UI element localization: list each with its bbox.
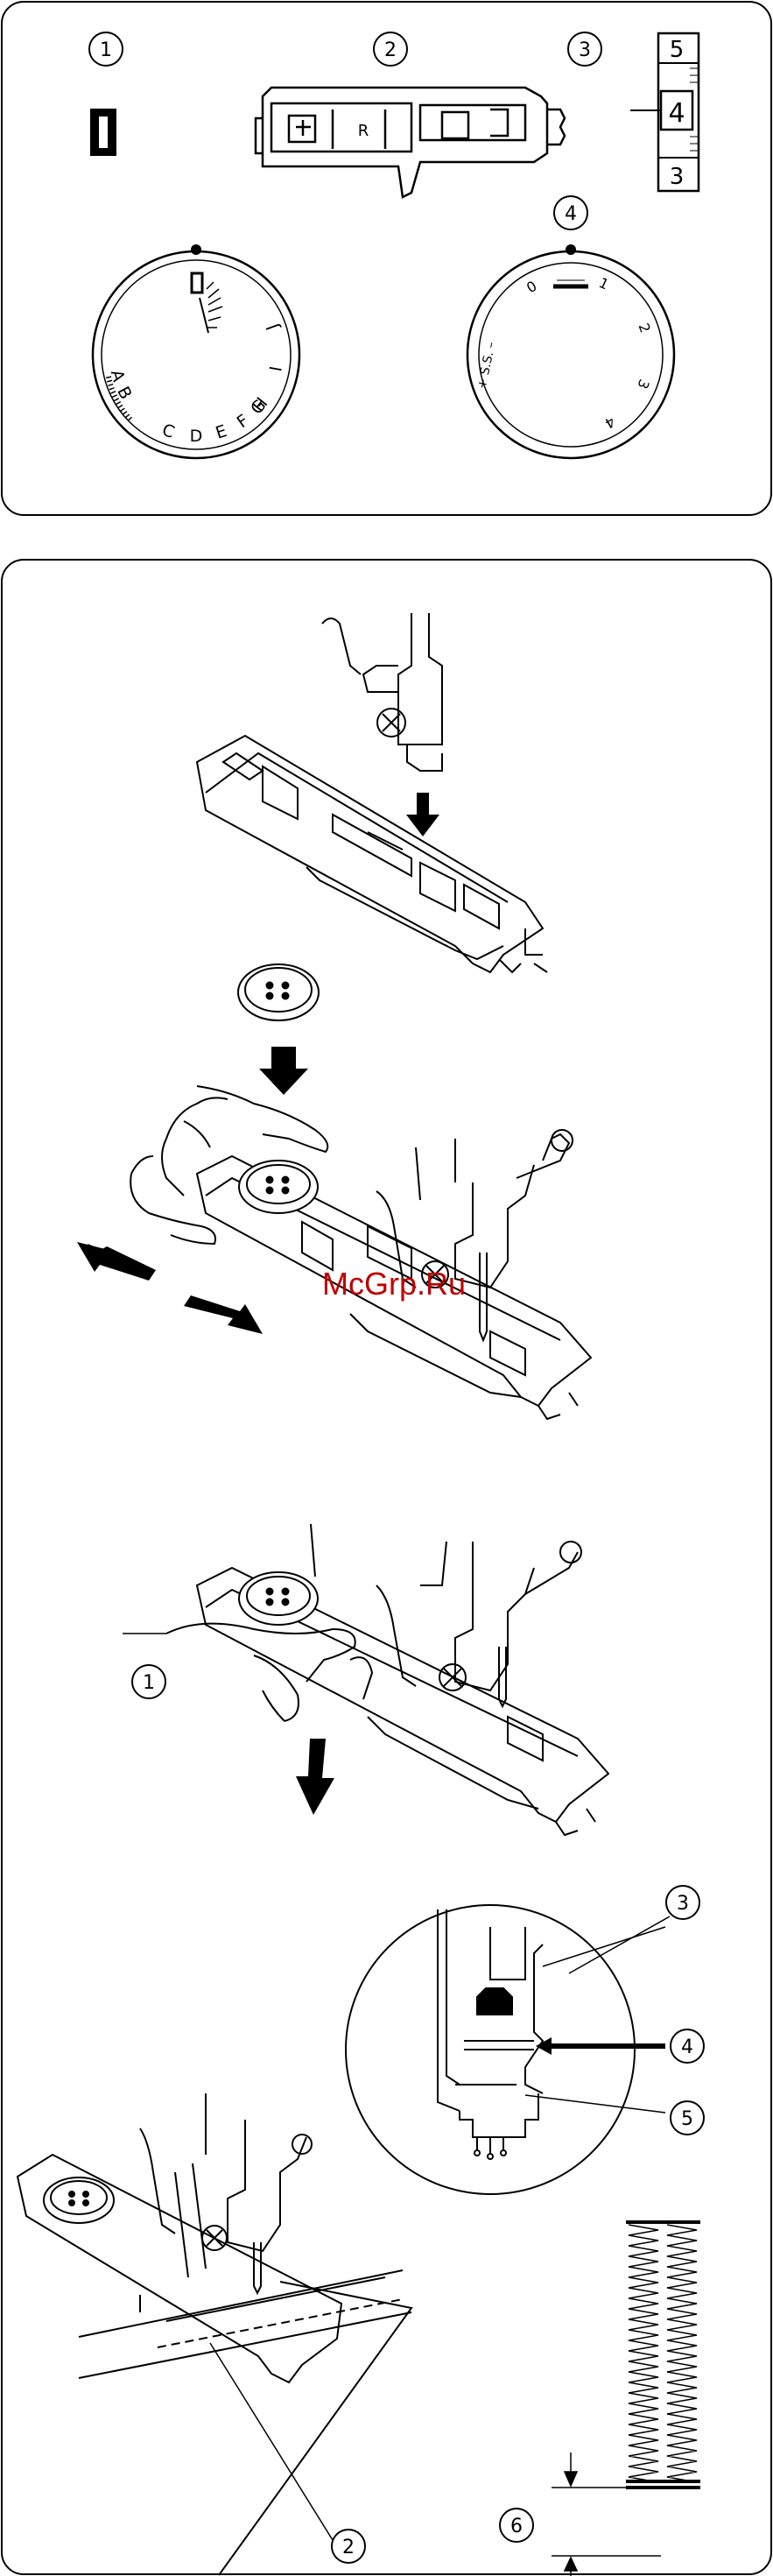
down-arrow-2 (259, 1047, 308, 1095)
dial-number-3: 3 (634, 377, 652, 392)
dial-letter-f: F (234, 411, 253, 432)
arrow-forward-shape (184, 1295, 263, 1334)
scale-5: 5 (670, 37, 685, 63)
figure-zoom-detail (346, 1905, 635, 2194)
watermark: McGrp.Ru (322, 1266, 466, 1302)
dial-number-2: 2 (635, 321, 653, 335)
arrow-back-shape (77, 1242, 156, 1281)
callout-3-bottom-label: 3 (677, 1893, 689, 1915)
down-arrow-1 (406, 793, 439, 836)
figure-pull-lever (166, 1524, 608, 1835)
pointer-arrow-4 (536, 2037, 665, 2055)
buttonhole-stitch-diagram (552, 2222, 700, 2576)
dial-number-4: 4 (602, 413, 618, 433)
dial-letter-e: E (214, 421, 229, 443)
dial-letter-a: A (107, 368, 129, 384)
callout-2-top: 2 (374, 32, 407, 66)
callout-3-bottom: 3 (666, 1886, 699, 1919)
callout-4-bottom-label: 4 (681, 2036, 693, 2058)
figure-attach-foot (197, 613, 547, 972)
dial-numbers: 0 1 2 3 4 (524, 274, 654, 432)
callout-5-bottom: 5 (671, 2101, 704, 2135)
dial-letter-j: J (263, 321, 283, 334)
callout-6: 6 (500, 2509, 533, 2542)
down-arrow-3 (296, 1739, 334, 1815)
dial-letter-h: H (249, 394, 271, 416)
stitch-balance-dial (467, 244, 674, 458)
stitch-length-scale (630, 33, 699, 191)
callout-1-bottom: 1 (132, 1665, 165, 1698)
callout-2-bottom-label: 2 (342, 2537, 355, 2558)
dial-number-0: 0 (524, 278, 539, 297)
dial-letter-d: D (190, 427, 203, 446)
callout-4-label-top: 4 (565, 203, 577, 225)
buttonhole-foot-top-view (256, 88, 565, 197)
callout-4-top: 4 (554, 196, 587, 229)
callout-4-bottom: 4 (671, 2029, 704, 2063)
callout-2-label: 2 (384, 39, 397, 61)
foot-letter-r: R (358, 122, 369, 140)
callout-5-label: 5 (681, 2108, 693, 2130)
scale-3: 3 (670, 164, 685, 190)
callout-1-bottom-label: 1 (143, 1672, 155, 1694)
dial-letter-c: C (159, 420, 177, 442)
callout-1-label: 1 (100, 39, 112, 61)
callout-3-label: 3 (579, 39, 591, 61)
callout-6-label: 6 (510, 2516, 523, 2537)
dial-letter-i: I (266, 365, 286, 373)
callout-1-top: 1 (89, 32, 123, 66)
figure-sewing (18, 2093, 411, 2575)
stitch-width-symbol (90, 109, 116, 156)
callout-2-bottom: 2 (332, 2530, 365, 2563)
callout-3-top: 3 (568, 32, 601, 66)
dial-number-1: 1 (596, 274, 611, 293)
scale-4: 4 (668, 98, 685, 129)
figure-place-button (130, 964, 591, 1419)
